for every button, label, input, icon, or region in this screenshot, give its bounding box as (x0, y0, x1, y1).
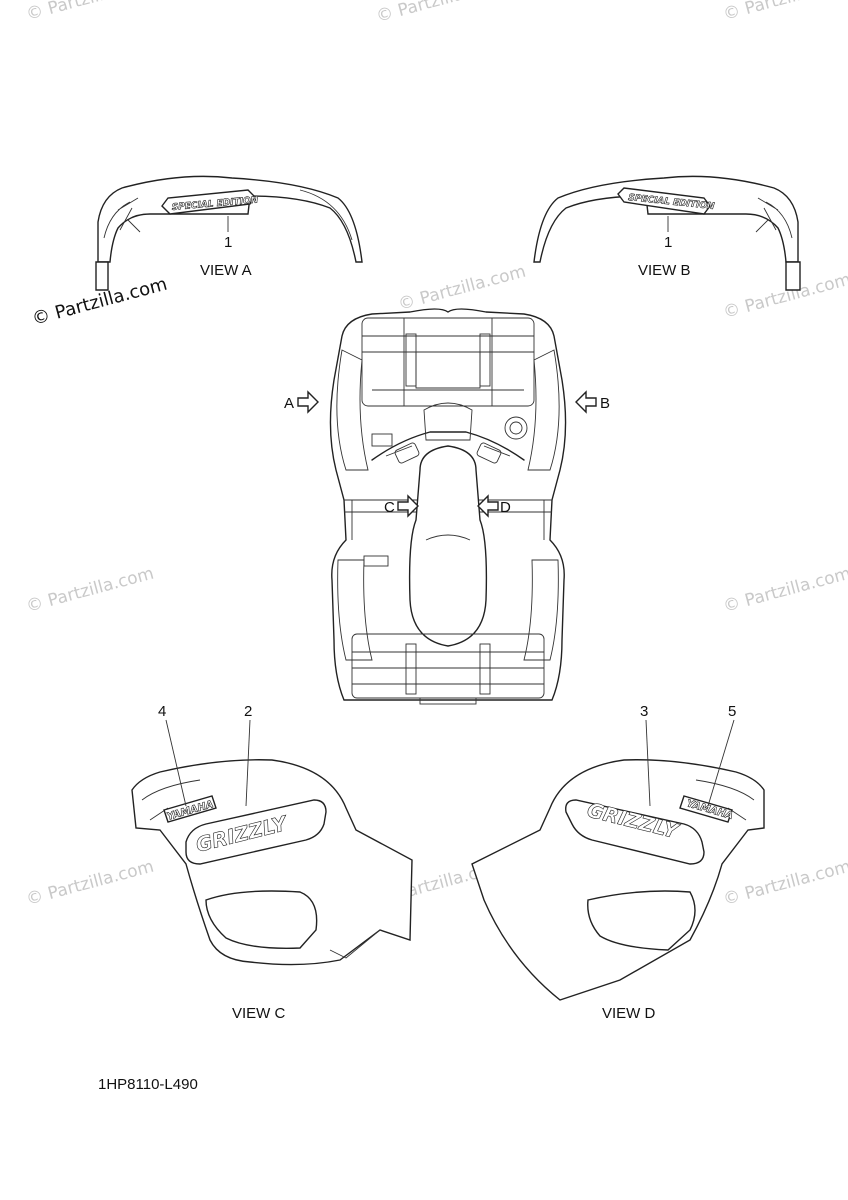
watermark: © Partzilla.com (721, 564, 848, 617)
atv-top-view (329, 308, 567, 705)
watermark: © Partzilla.com (374, 0, 506, 27)
arrow-letter: C (384, 499, 395, 516)
view-d-panel: YAMAHA GRIZZLY 3 5 VIEW D (471, 703, 765, 1022)
view-label: VIEW D (602, 1005, 656, 1022)
watermark: © Partzilla.com (721, 0, 848, 25)
watermark: © Partzilla.com (721, 857, 848, 910)
callout-number: 3 (640, 703, 648, 720)
callout-number: 5 (728, 703, 736, 720)
view-b-fender: SPECIAL EDITION 1 VIEW B (533, 175, 801, 291)
watermark: © Partzilla.com (24, 564, 156, 617)
watermark: © Partzilla.com (24, 857, 156, 910)
diagram-code: 1HP8110-L490 (98, 1076, 198, 1093)
callout-number: 1 (664, 234, 672, 251)
view-arrow-b: B (575, 390, 610, 414)
view-label: VIEW C (232, 1005, 286, 1022)
callout-number: 4 (158, 703, 166, 720)
arrow-letter: D (500, 499, 511, 516)
callout-number: 1 (224, 234, 232, 251)
view-label: VIEW B (638, 262, 691, 279)
view-arrow-c: C (384, 494, 419, 518)
callout-number: 2 (244, 703, 252, 720)
view-label: VIEW A (200, 262, 252, 279)
arrow-letter: B (600, 395, 610, 412)
arrow-letter: A (284, 395, 294, 412)
view-c-panel: YAMAHA GRIZZLY 4 2 VIEW C (131, 703, 413, 1022)
view-arrow-d: D (477, 494, 511, 518)
watermark: © Partzilla.com (24, 0, 156, 25)
watermark: © Partzilla.com (721, 270, 848, 323)
watermark: © Partzilla.com (396, 262, 528, 315)
view-a-fender: SPECIAL EDITION 1 VIEW A (95, 175, 363, 291)
view-arrow-a: A (284, 390, 319, 414)
